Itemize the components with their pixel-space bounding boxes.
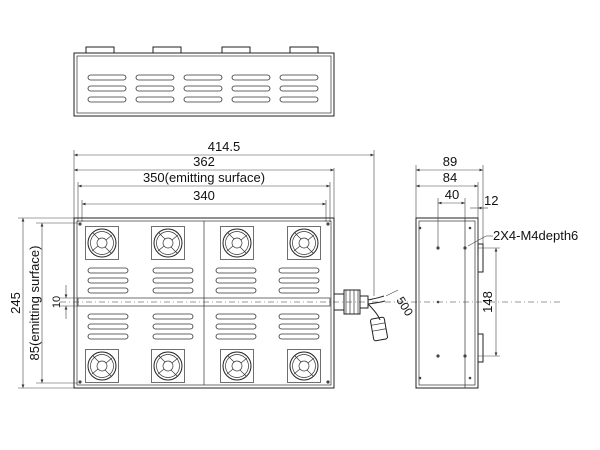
fan-icon (85, 349, 119, 383)
fan-icon (220, 349, 254, 383)
dim-emitting-height: 85(emitting surface) (27, 246, 42, 361)
dim-side-12: 12 (484, 193, 498, 208)
top-dimensions: 414.5 362 350(emitting surface) 340 (73, 139, 375, 296)
dim-small-gap: 10 (51, 296, 63, 308)
front-view (60, 217, 560, 389)
fan-icon (151, 226, 185, 260)
dim-side-40: 40 (445, 187, 459, 202)
cable-connector: 500 (333, 289, 416, 342)
cooling-fans (85, 226, 321, 383)
fan-icon (85, 226, 119, 260)
dim-side-89: 89 (443, 154, 457, 169)
side-dimensions: 89 84 40 12 148 2X4-M4depth6 (415, 154, 578, 357)
dim-body-width: 362 (193, 154, 215, 169)
top-view-vent-slots (87, 74, 319, 103)
left-dimensions: 245 85(emitting surface) 10 (8, 217, 78, 389)
front-view-corner-holes (78, 222, 330, 384)
fan-icon (287, 349, 321, 383)
mount-thread-note: 2X4-M4depth6 (493, 228, 578, 243)
top-view-tabs (85, 46, 319, 54)
side-view-housing (415, 217, 479, 389)
dim-fan-span: 340 (193, 188, 215, 203)
top-view-housing (73, 52, 335, 117)
fan-icon (287, 226, 321, 260)
dim-overall-height: 245 (8, 292, 23, 314)
dim-emitting-width: 350(emitting surface) (143, 170, 265, 185)
fan-icon (220, 226, 254, 260)
dim-cable-length: 500 (393, 294, 416, 319)
dim-side-148: 148 (480, 291, 495, 313)
side-mount-bracket (477, 333, 484, 363)
side-view-holes (418, 226, 472, 380)
dim-side-84: 84 (443, 170, 457, 185)
fan-icon (151, 349, 185, 383)
dim-overall-width: 414.5 (208, 139, 241, 154)
side-view (415, 217, 484, 389)
front-view-vent-slots (87, 267, 320, 340)
top-view (73, 46, 335, 117)
